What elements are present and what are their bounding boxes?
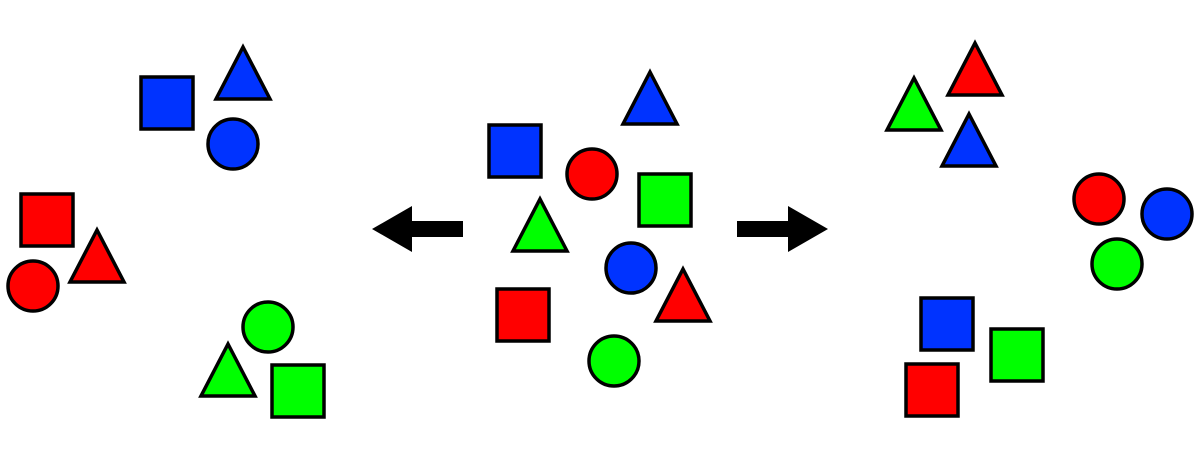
left-green-triangle [198, 340, 258, 398]
right-green-circle [1090, 237, 1144, 291]
right-green-triangle [884, 74, 944, 132]
arrow-right-icon [737, 206, 828, 252]
right-red-triangle [945, 39, 1005, 97]
center-red-circle [565, 147, 619, 201]
right-group-by-shape [884, 39, 1194, 418]
left-green-square [270, 363, 326, 419]
right-red-circle [1072, 172, 1126, 226]
center-blue-square [487, 123, 543, 179]
left-red-square [19, 192, 75, 248]
left-red-circle [6, 259, 60, 313]
right-green-square [989, 327, 1045, 383]
center-green-triangle [510, 195, 570, 253]
left-blue-circle [206, 117, 260, 171]
center-blue-circle [604, 241, 658, 295]
left-blue-square [139, 75, 195, 131]
right-blue-circle [1140, 187, 1194, 241]
center-blue-triangle [620, 68, 680, 126]
center-red-triangle [653, 265, 713, 323]
left-red-triangle [67, 226, 127, 284]
center-green-square [637, 172, 693, 228]
arrow-right-wrap [737, 206, 828, 252]
center-mixed-group [487, 68, 713, 388]
right-blue-square [919, 296, 975, 352]
left-group-by-color [6, 43, 326, 419]
right-red-square [904, 362, 960, 418]
center-red-square [495, 287, 551, 343]
arrow-left-wrap [372, 206, 463, 252]
center-green-circle [587, 334, 641, 388]
arrow-left-icon [372, 206, 463, 252]
right-blue-triangle [939, 110, 999, 168]
left-blue-triangle [213, 43, 273, 101]
left-green-circle [241, 300, 295, 354]
